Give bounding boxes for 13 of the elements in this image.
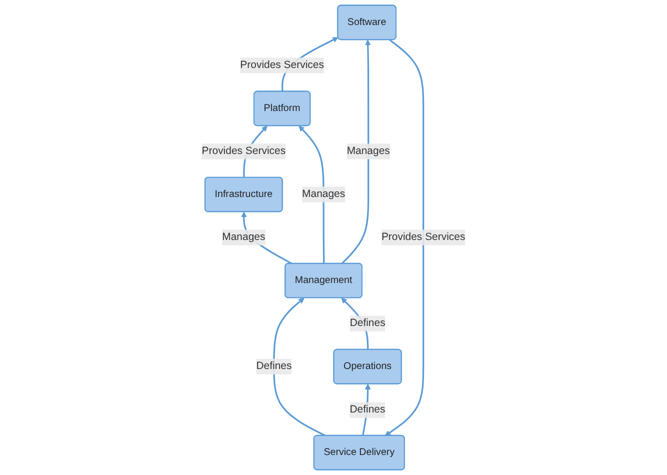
edge-label: Defines — [350, 404, 386, 416]
edge-label: Manages — [302, 188, 346, 200]
arrow — [341, 40, 371, 264]
edge-label: Provides Services — [381, 232, 466, 243]
arrow — [273, 298, 326, 436]
arrow — [384, 39, 424, 436]
edge-label: Provides Services — [202, 146, 286, 157]
edge-label: Defines — [256, 360, 292, 372]
edge-label: Provides Services — [240, 60, 324, 71]
edge-label: Manages — [222, 232, 266, 243]
edge-label: Defines — [350, 318, 386, 329]
edge-label: Manages — [346, 146, 390, 157]
arrow — [298, 126, 325, 264]
